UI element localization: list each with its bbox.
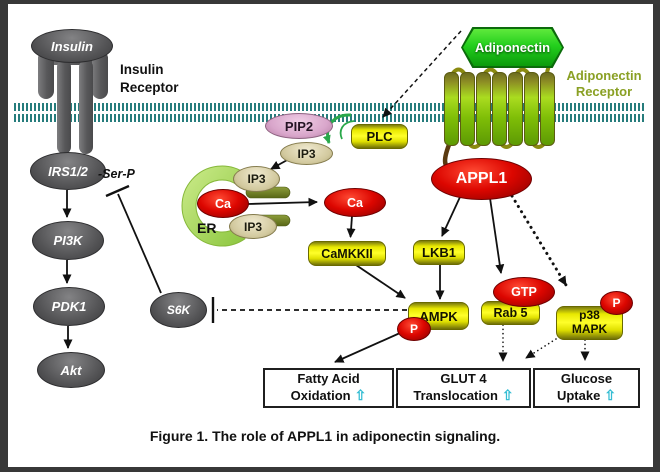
insulin-receptor-label: Insulin Receptor	[120, 62, 179, 95]
calcium-cytosol-node: Ca	[324, 188, 386, 217]
ip3-free-node: IP3	[280, 142, 333, 165]
pip2-node: PIP2	[265, 113, 333, 139]
ser-p-label: -Ser-P	[98, 167, 135, 181]
phospho-badge-ampk: P	[397, 317, 431, 341]
adiponectin-label: Adiponectin	[474, 40, 551, 55]
receptor-helix-5	[508, 72, 523, 146]
arrow-ca-release	[247, 197, 318, 207]
ampk-node: AMPK	[408, 302, 469, 330]
receptor-helix-1	[444, 72, 459, 146]
irs12-node: IRS1/2	[30, 152, 106, 190]
receptor-helix-6	[524, 72, 539, 146]
plc-node: PLC	[351, 124, 408, 149]
outcome-box-glucose-uptake: Glucose Uptake⇧	[533, 368, 640, 408]
calcium-er-node: Ca	[197, 189, 249, 218]
arrow-camkkii-ampk	[355, 264, 406, 299]
camkkii-node: CaMKKII	[308, 241, 386, 266]
ip3-receptor-top-node: IP3	[233, 166, 280, 192]
arrow-appl1-rab5	[489, 197, 505, 274]
tbar-irs12	[105, 184, 130, 198]
gtp-node: GTP	[493, 277, 555, 307]
rab5-node: Rab 5	[481, 301, 540, 325]
cell-membrane-outer-leaflet	[14, 103, 646, 111]
adiponectin-receptor-label: Adiponectin Receptor	[566, 68, 642, 100]
s6k-node: S6K	[150, 292, 207, 328]
appl1-node: APPL1	[431, 158, 532, 200]
er-label: ER	[197, 220, 217, 236]
ip3-receptor-bottom-node: IP3	[229, 214, 277, 239]
insulin-receptor-stem-left	[57, 60, 71, 154]
outcome-box-glut4-translocation: GLUT 4 Translocation⇧	[396, 368, 531, 408]
phospho-badge-p38: P	[600, 291, 633, 315]
pi3k-node: PI3K	[32, 221, 104, 260]
receptor-helix-3	[476, 72, 491, 146]
arrow-ca-camkkii	[346, 215, 356, 238]
receptor-helix-4	[492, 72, 507, 146]
figure-caption: Figure 1. The role of APPL1 in adiponect…	[149, 428, 501, 444]
line-s6k-irs12	[117, 193, 162, 294]
insulin-node: Insulin	[31, 29, 113, 63]
pdk1-node: PDK1	[33, 287, 105, 326]
insulin-receptor-arm-left	[38, 52, 54, 99]
outcome-box-fatty-acid-oxidation: Fatty Acid Oxidation⇧	[263, 368, 394, 408]
insulin-receptor-stem-right	[79, 60, 93, 154]
increase-arrow-icon: ⇧	[604, 387, 617, 404]
insulin-receptor-arm-right	[92, 52, 108, 99]
increase-arrow-icon: ⇧	[354, 387, 367, 404]
dotted-arrow-appl1-p38	[510, 194, 568, 287]
arrow-ampk-fatty-acid	[334, 332, 401, 363]
arrow-appl1-lkb1	[441, 196, 461, 237]
dotted-arrow-p38-glut4	[525, 338, 557, 359]
lkb1-node: LKB1	[413, 240, 465, 265]
adiponectin-node: Adiponectin	[461, 27, 564, 68]
receptor-helix-2	[460, 72, 475, 146]
insulin-label: Insulin	[51, 38, 93, 54]
akt-node: Akt	[37, 352, 105, 388]
increase-arrow-icon: ⇧	[501, 387, 514, 404]
